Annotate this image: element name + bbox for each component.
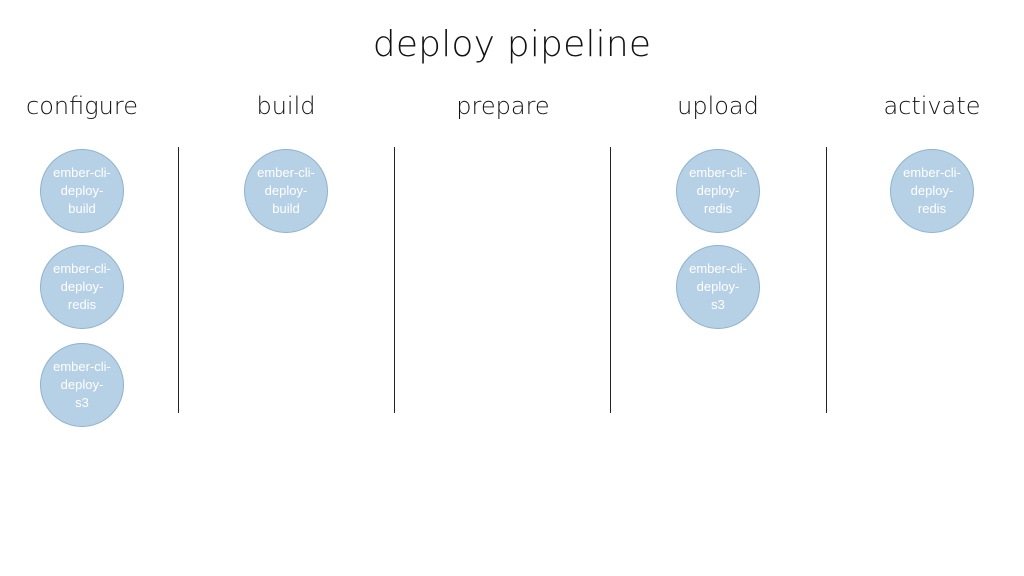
stage-divider (826, 147, 827, 413)
plugin-node: ember-cli- deploy- redis (40, 245, 124, 329)
stage-divider (610, 147, 611, 413)
plugin-node: ember-cli- deploy- redis (890, 149, 974, 233)
plugin-node-label: ember-cli- deploy- build (53, 165, 111, 216)
plugin-node-label: ember-cli- deploy- build (257, 165, 315, 216)
plugin-node-label: ember-cli- deploy- redis (689, 165, 747, 216)
plugin-node: ember-cli- deploy- build (40, 149, 124, 233)
plugin-node: ember-cli- deploy- build (244, 149, 328, 233)
stage-label-configure: configure (26, 92, 138, 120)
plugin-node-label: ember-cli- deploy- s3 (689, 261, 747, 312)
plugin-node: ember-cli- deploy- s3 (40, 343, 124, 427)
diagram-title: deploy pipeline (372, 24, 652, 65)
stage-label-activate: activate (883, 92, 981, 120)
plugin-node-label: ember-cli- deploy- redis (903, 165, 961, 216)
plugin-node: ember-cli- deploy- s3 (676, 245, 760, 329)
plugin-node: ember-cli- deploy- redis (676, 149, 760, 233)
stage-divider (394, 147, 395, 413)
stage-divider (178, 147, 179, 413)
stage-label-upload: upload (677, 92, 759, 120)
stage-label-build: build (256, 92, 316, 120)
plugin-node-label: ember-cli- deploy- redis (53, 261, 111, 312)
plugin-node-label: ember-cli- deploy- s3 (53, 359, 111, 410)
stage-label-prepare: prepare (456, 92, 550, 120)
